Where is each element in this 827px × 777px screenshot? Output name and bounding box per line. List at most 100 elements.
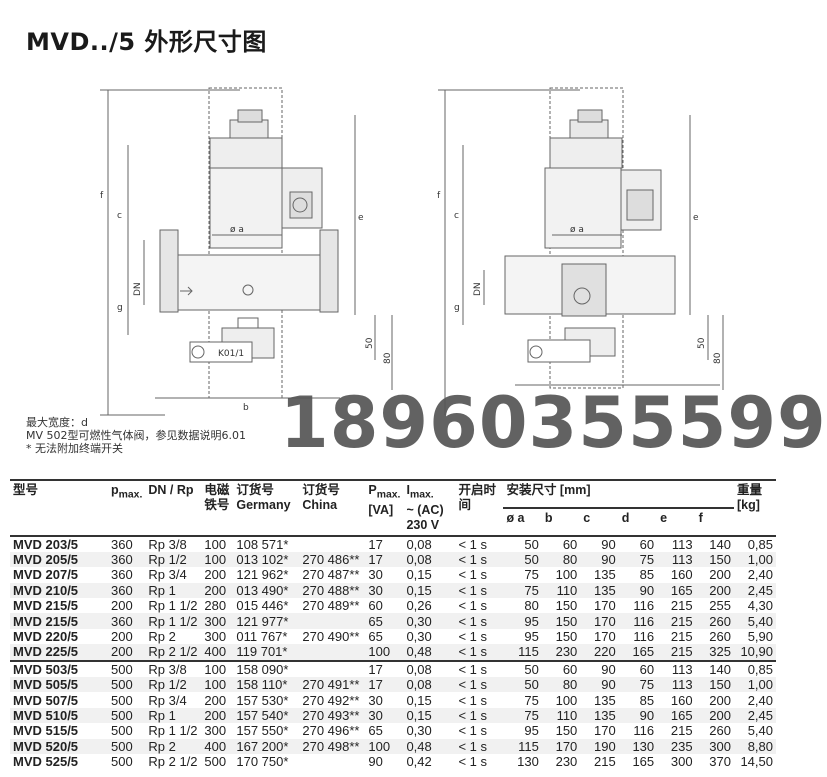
cell-model: MVD 225/5 bbox=[10, 644, 108, 661]
table-cell: 116 bbox=[633, 629, 655, 645]
table-cell: 200 bbox=[111, 629, 133, 645]
table-cell: 0,08 bbox=[403, 551, 456, 568]
table-cell: 135 bbox=[594, 567, 616, 583]
table-cell: 150 bbox=[695, 551, 734, 568]
table-cell: 190 bbox=[580, 738, 619, 754]
table-cell: 157 530* bbox=[236, 692, 289, 708]
drawing-notes: 最大宽度：d MV 502型可燃性气体阀，参见数据说明6.01 * 无法附加终端… bbox=[26, 416, 246, 455]
table-cell: 75 bbox=[524, 692, 539, 708]
table-cell: 100 bbox=[555, 692, 578, 708]
table-cell: < 1 s bbox=[458, 754, 487, 770]
svg-text:f: f bbox=[437, 191, 441, 201]
cell-model: MVD 215/5 bbox=[10, 613, 108, 629]
table-cell: 14,50 bbox=[740, 754, 773, 770]
table-cell: 215 bbox=[670, 598, 693, 614]
dim-col-d: d bbox=[618, 507, 658, 537]
table-cell: 215 bbox=[670, 629, 693, 645]
dimension-drawing: f c g DN ø a e 50 80 b K01/1 f c g DN ø … bbox=[100, 87, 724, 416]
table-cell: Rp 3/8 bbox=[145, 659, 202, 678]
table-cell: 90 bbox=[580, 659, 619, 678]
table-header-row: 型号 pmax. DN / Rp 电磁铁号 订货号 Germany 订货号 Ch… bbox=[10, 480, 776, 537]
table-cell: 30 bbox=[365, 582, 404, 599]
note-line: * 无法附加终端开关 bbox=[26, 442, 123, 455]
table-cell: Rp 2 1/2 bbox=[148, 754, 198, 770]
table-cell: 300 bbox=[201, 613, 234, 629]
table-cell: 10,90 bbox=[734, 644, 776, 661]
table-cell: 165 bbox=[618, 644, 658, 661]
table-cell: 270 489** bbox=[302, 598, 360, 614]
table-cell: 65 bbox=[368, 629, 383, 645]
table-cell: 270 487** bbox=[302, 567, 360, 583]
table-cell: 130 bbox=[517, 754, 539, 770]
table-cell bbox=[299, 536, 365, 552]
svg-text:DN: DN bbox=[133, 282, 143, 296]
cell-model: MVD 205/5 bbox=[10, 551, 108, 568]
table-cell: 215 bbox=[594, 754, 616, 770]
table-cell: < 1 s bbox=[455, 738, 504, 754]
table-cell: 150 bbox=[695, 677, 734, 693]
table-cell: 270 493** bbox=[299, 707, 366, 724]
table-cell: 150 bbox=[555, 598, 578, 614]
table-cell: 500 bbox=[111, 723, 133, 739]
dim-col-c: c bbox=[580, 507, 619, 537]
table-cell: 60 bbox=[639, 536, 655, 552]
table-cell bbox=[299, 644, 366, 661]
table-cell: 200 bbox=[204, 692, 227, 708]
table-cell: 50 bbox=[524, 536, 539, 552]
table-cell: Rp 1 bbox=[145, 582, 202, 599]
table-cell: 135 bbox=[594, 692, 616, 708]
table-cell: 100 bbox=[555, 567, 578, 583]
table-cell: 121 977* bbox=[233, 613, 300, 629]
table-cell: 400 bbox=[201, 644, 234, 661]
table-cell: 1,00 bbox=[734, 677, 776, 693]
table-cell: 200 bbox=[695, 582, 734, 599]
table-cell: 80 bbox=[541, 677, 581, 693]
table-cell: 220 bbox=[580, 644, 619, 661]
table-cell: 170 bbox=[541, 738, 581, 754]
svg-text:b: b bbox=[243, 403, 249, 413]
table-cell: 500 bbox=[108, 738, 146, 754]
svg-text:c: c bbox=[117, 211, 122, 221]
svg-text:80: 80 bbox=[383, 352, 393, 364]
table-cell: 200 bbox=[204, 567, 227, 583]
table-cell: 113 bbox=[657, 677, 696, 693]
table-cell: 116 bbox=[633, 723, 655, 739]
table-cell: 85 bbox=[639, 567, 655, 583]
table-cell: 113 bbox=[657, 551, 696, 568]
col-order-cn: 订货号 China bbox=[299, 480, 366, 537]
table-cell: 95 bbox=[503, 613, 542, 629]
table-cell: 17 bbox=[368, 536, 383, 552]
table-cell: 50 bbox=[503, 551, 542, 568]
col-pmax: pmax. bbox=[108, 480, 146, 537]
table-cell: 100 bbox=[204, 536, 227, 552]
table-cell: 116 bbox=[618, 613, 658, 629]
table-cell: 121 962* bbox=[236, 567, 289, 583]
table-cell: < 1 s bbox=[455, 677, 504, 693]
table-cell: 165 bbox=[657, 582, 696, 599]
table-cell: 90 bbox=[368, 754, 383, 770]
table-cell: 75 bbox=[524, 567, 539, 583]
table-cell: 260 bbox=[709, 629, 731, 645]
table-cell: 50 bbox=[503, 677, 542, 693]
cell-model: MVD 220/5 bbox=[13, 629, 79, 645]
table-cell: Rp 1/2 bbox=[145, 551, 202, 568]
table-cell: 200 bbox=[108, 644, 146, 661]
table-cell: 165 bbox=[632, 754, 655, 770]
col-model: 型号 bbox=[10, 480, 108, 537]
table-cell: 200 bbox=[201, 582, 234, 599]
table-cell: 011 767* bbox=[236, 629, 288, 645]
col-dn: DN / Rp bbox=[145, 480, 202, 537]
svg-text:50: 50 bbox=[365, 337, 375, 349]
table-cell: 2,45 bbox=[734, 707, 776, 724]
table-cell: 270 491** bbox=[299, 677, 366, 693]
table-cell: 100 bbox=[201, 677, 234, 693]
table-cell: 60 bbox=[618, 659, 658, 678]
cell-model: MVD 207/5 bbox=[13, 567, 79, 583]
